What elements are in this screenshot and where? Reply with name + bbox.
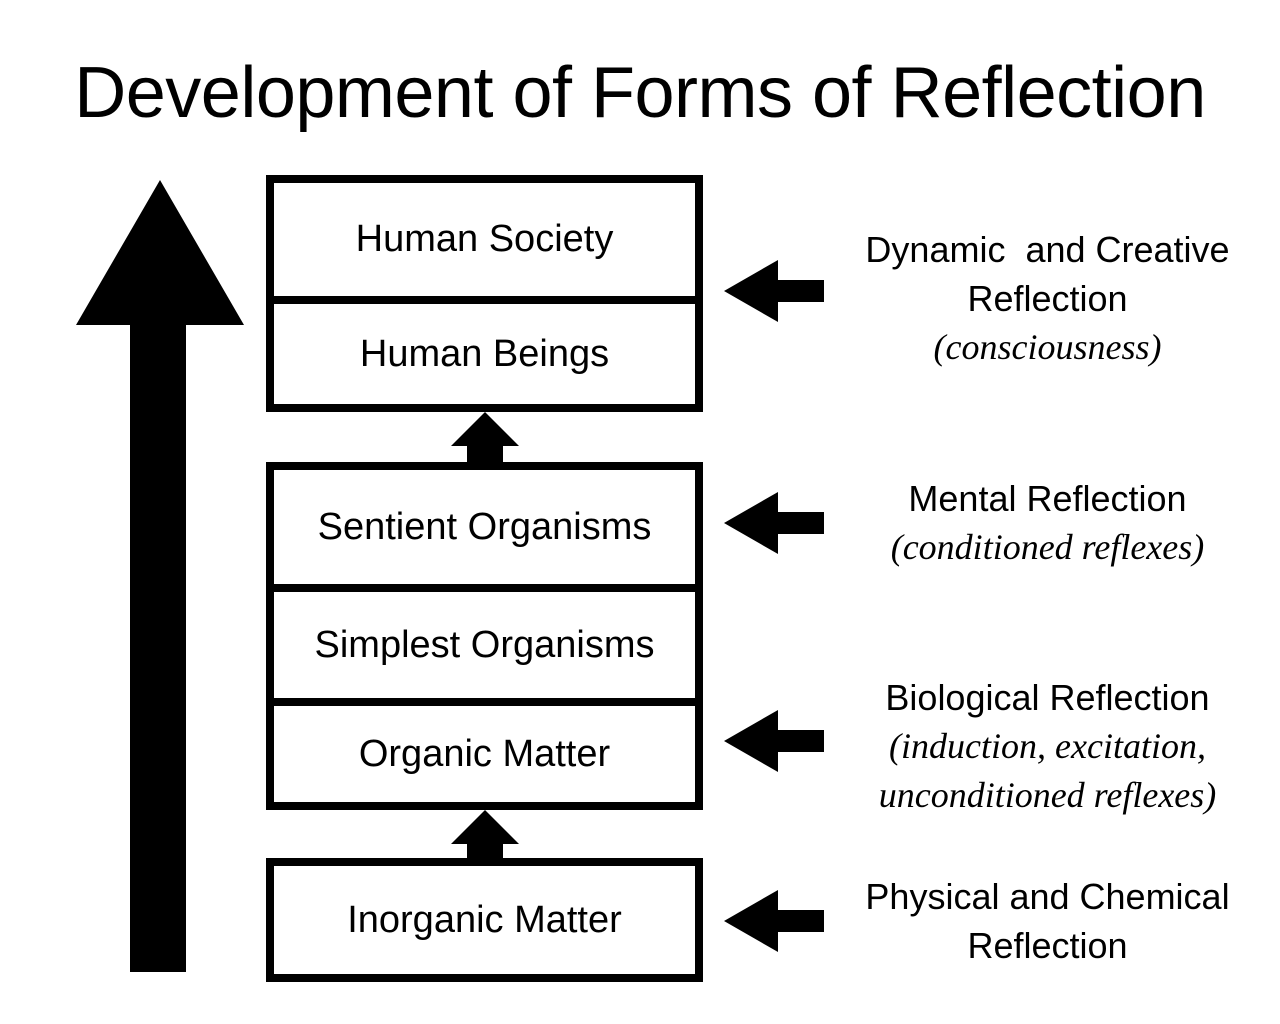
reflection-detail-line: (conditioned reflexes): [890, 527, 1205, 567]
reflection-title-line: Physical and Chemical: [865, 876, 1230, 917]
left-arrow-icon: [724, 492, 824, 554]
reflection-detail-line: unconditioned reflexes): [878, 775, 1217, 815]
stage-group-human: Human Society Human Beings: [266, 175, 703, 412]
stage-label: Simplest Organisms: [314, 623, 655, 666]
stage-box-human-society: Human Society: [274, 183, 695, 296]
left-arrow-icon: [724, 260, 824, 322]
reflection-title-line: Reflection: [967, 925, 1128, 966]
reflection-title-line: Mental Reflection: [908, 478, 1187, 519]
reflection-title-line: Reflection: [967, 278, 1128, 319]
stage-label: Human Society: [355, 218, 614, 260]
diagram-title: Development of Forms of Reflection: [74, 53, 1206, 133]
reflection-detail-line: (consciousness): [933, 327, 1162, 367]
stage-box-organic-matter: Organic Matter: [274, 698, 695, 802]
stage-box-human-beings: Human Beings: [274, 296, 695, 404]
reflection-label-consciousness: Dynamic and Creative Reflection (conscio…: [845, 225, 1250, 372]
left-arrow-icon: [724, 890, 824, 952]
reflection-label-biological: Biological Reflection (induction, excita…: [845, 673, 1250, 820]
stage-group-inorganic: Inorganic Matter: [266, 858, 703, 982]
progression-up-arrow-icon: [76, 180, 244, 972]
reflection-title-line: Dynamic and Creative: [865, 229, 1230, 270]
link-up-arrow-icon: [451, 412, 519, 466]
stage-label: Human Beings: [359, 332, 610, 375]
stage-box-sentient-organisms: Sentient Organisms: [274, 470, 695, 584]
left-arrow-icon: [724, 710, 824, 772]
stage-label: Inorganic Matter: [347, 898, 622, 941]
stage-label: Organic Matter: [358, 732, 611, 775]
link-up-arrow-icon: [451, 810, 519, 864]
reflection-label-mental: Mental Reflection (conditioned reflexes): [845, 474, 1250, 572]
stage-group-organic: Sentient Organisms Simplest Organisms Or…: [266, 462, 703, 810]
reflection-detail-line: (induction, excitation,: [889, 726, 1206, 766]
stage-box-simplest-organisms: Simplest Organisms: [274, 584, 695, 698]
stage-box-inorganic-matter: Inorganic Matter: [274, 866, 695, 974]
reflection-label-physical-chemical: Physical and Chemical Reflection: [845, 872, 1250, 970]
stage-label: Sentient Organisms: [317, 505, 652, 548]
reflection-title-line: Biological Reflection: [885, 677, 1210, 718]
